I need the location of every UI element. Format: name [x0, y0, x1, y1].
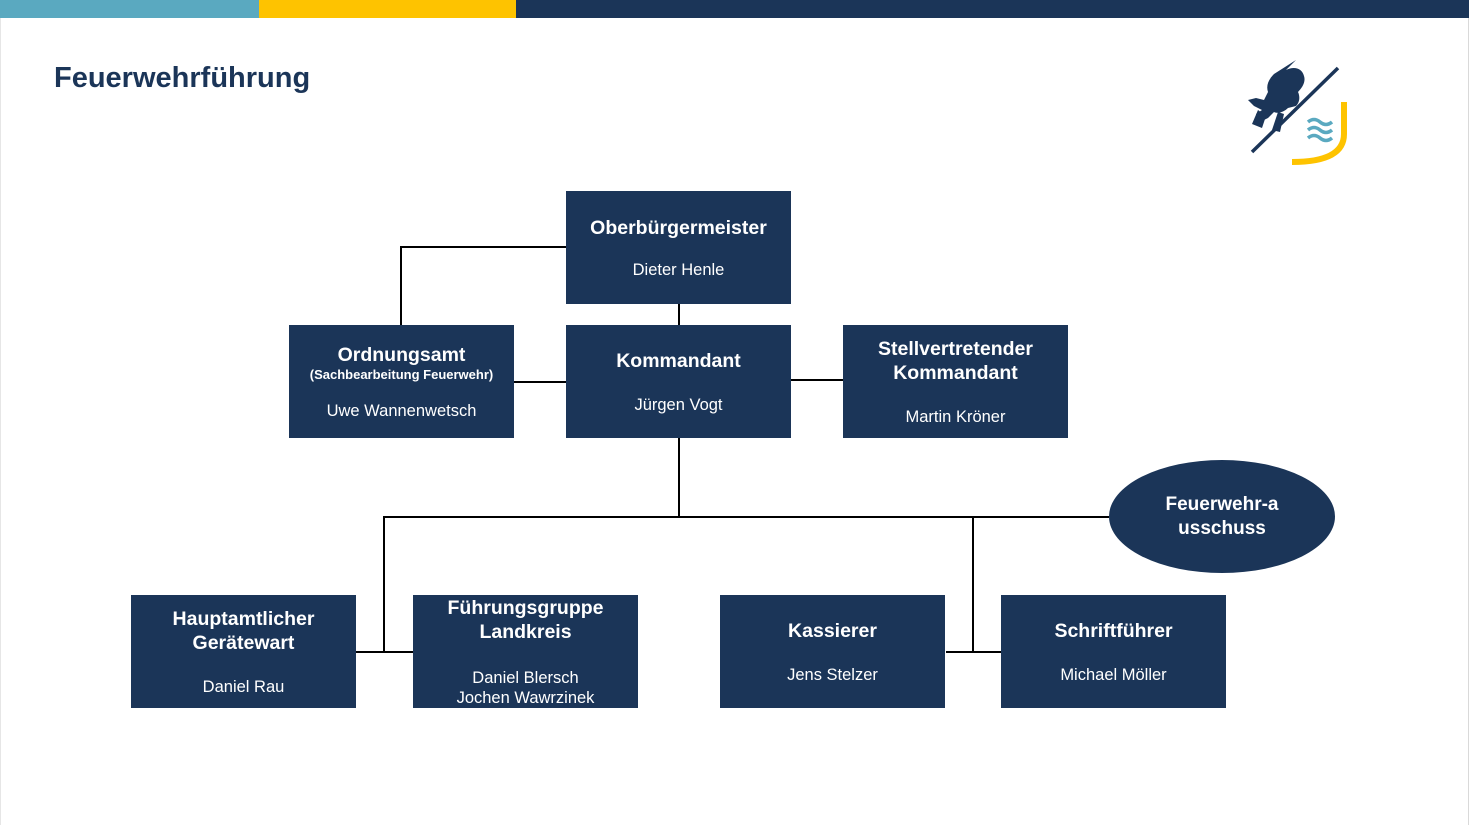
- accent-bar-yellow: [259, 0, 516, 18]
- person-name: Jürgen Vogt: [634, 395, 723, 414]
- box-warden: Hauptamtlicher Gerätewart Daniel Rau: [131, 595, 356, 708]
- accent-bar-teal: [0, 0, 259, 18]
- role-label: Stellvertretender Kommandant: [878, 337, 1033, 384]
- box-mayor: Oberbürgermeister Dieter Henle: [566, 191, 791, 304]
- accent-bar-navy: [516, 0, 1469, 18]
- box-deputy: Stellvertretender Kommandant Martin Krön…: [843, 325, 1068, 438]
- box-secretary: Schriftführer Michael Möller: [1001, 595, 1226, 708]
- role-label: Hauptamtlicher Gerätewart: [172, 607, 315, 654]
- role-sublabel: (Sachbearbeitung Feuerwehr): [309, 366, 494, 382]
- person-name: Daniel Blersch: [472, 668, 579, 687]
- page-title: Feuerwehrführung: [54, 62, 311, 94]
- person-name: Dieter Henle: [632, 260, 725, 279]
- box-office: Ordnungsamt (Sachbearbeitung Feuerwehr) …: [289, 325, 514, 438]
- committee-oval: Feuerwehr-ausschuss: [1109, 460, 1335, 573]
- role-label: Kommandant: [616, 349, 741, 372]
- role-label: Feuerwehr-ausschuss: [1165, 493, 1279, 539]
- person-name: Daniel Rau: [202, 677, 285, 696]
- box-commander: Kommandant Jürgen Vogt: [566, 325, 791, 438]
- unicorn-wave-emblem-icon: [1248, 60, 1347, 165]
- role-label: Führungsgruppe Landkreis: [447, 596, 604, 643]
- role-label: Oberbürgermeister: [590, 216, 767, 239]
- person-name: Jens Stelzer: [787, 665, 878, 684]
- person-name: Michael Möller: [1060, 665, 1167, 684]
- person-name: Uwe Wannenwetsch: [326, 401, 477, 420]
- role-label: Ordnungsamt: [337, 343, 466, 366]
- slide-border-left: [0, 0, 1, 825]
- role-label: Kassierer: [788, 619, 877, 642]
- box-command-group: Führungsgruppe Landkreis Daniel Blersch …: [413, 595, 638, 708]
- person-name: Jochen Wawrzinek: [456, 688, 595, 707]
- role-label: Schriftführer: [1054, 619, 1173, 642]
- box-treasurer: Kassierer Jens Stelzer: [720, 595, 945, 708]
- person-name: Martin Kröner: [905, 407, 1006, 426]
